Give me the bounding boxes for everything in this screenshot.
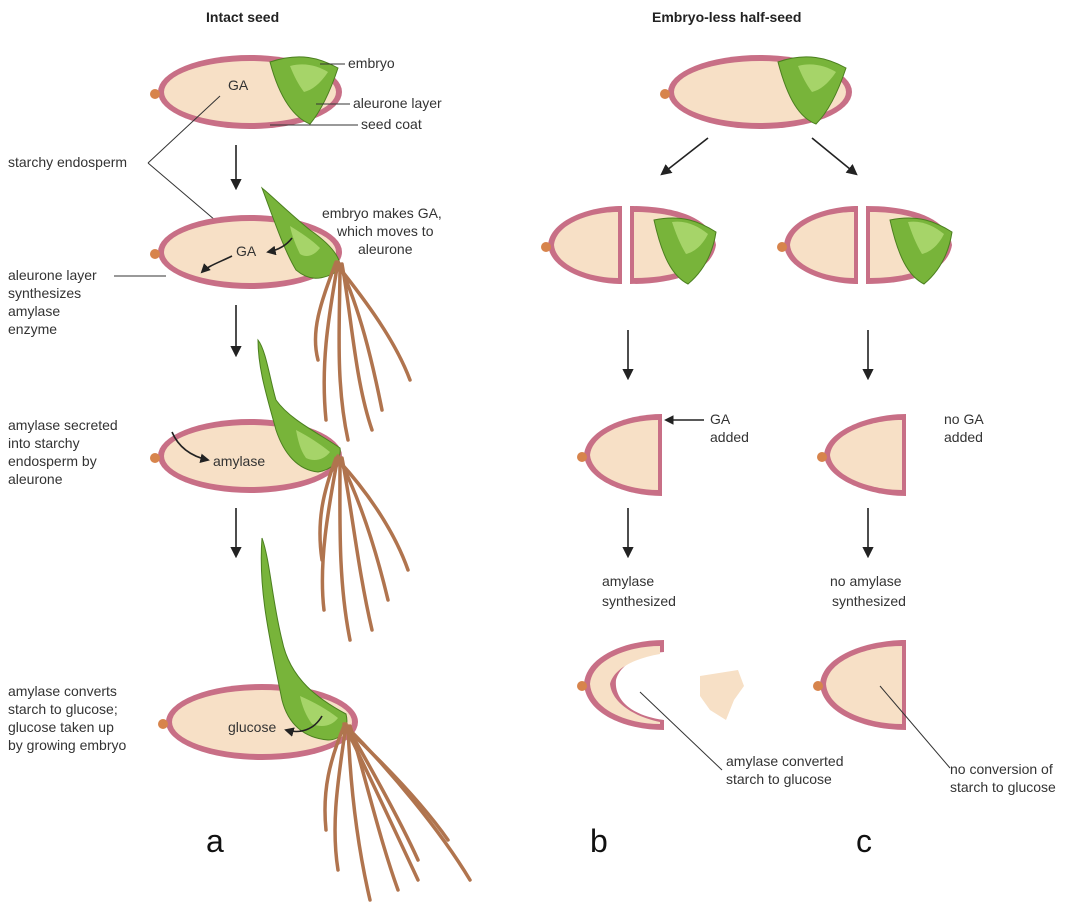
label-aleurone-synth-4: enzyme bbox=[8, 321, 57, 337]
half-seed-no-ga bbox=[817, 414, 906, 496]
seed2-ga-label: GA bbox=[236, 243, 257, 259]
seed1-ga-label: GA bbox=[228, 77, 249, 93]
label-secreted-4: aleurone bbox=[8, 471, 63, 487]
half-seed-ga bbox=[577, 414, 662, 496]
label-secreted-3: endosperm by bbox=[8, 453, 97, 469]
label-no-amylase-2: synthesized bbox=[832, 593, 906, 609]
label-embryo: embryo bbox=[348, 55, 395, 71]
label-aleurone-layer: aleurone layer bbox=[353, 95, 442, 111]
seed3-amylase-label: amylase bbox=[213, 453, 265, 469]
label-secreted-2: into starchy bbox=[8, 435, 80, 451]
label-embryo-makes-ga-3: aleurone bbox=[358, 241, 413, 257]
label-secreted-1: amylase secreted bbox=[8, 417, 118, 433]
label-amylase-synthesized-2: synthesized bbox=[602, 593, 676, 609]
half-seed-degraded bbox=[577, 640, 744, 730]
header-intact-seed: Intact seed bbox=[206, 9, 279, 25]
seed-3-amylase bbox=[150, 340, 408, 640]
label-embryo-makes-ga-2: which moves to bbox=[336, 223, 434, 239]
label-converted-1: amylase converted bbox=[726, 753, 844, 769]
label-amylase-synthesized-1: amylase bbox=[602, 573, 654, 589]
label-converts-2: starch to glucose; bbox=[8, 701, 118, 717]
label-aleurone-synth-2: synthesizes bbox=[8, 285, 81, 301]
label-ga-added-2: added bbox=[710, 429, 749, 445]
panel-letter-b: b bbox=[590, 823, 608, 859]
split-seed-c bbox=[777, 206, 952, 284]
label-no-conversion-2: starch to glucose bbox=[950, 779, 1056, 795]
label-embryo-makes-ga-1: embryo makes GA, bbox=[322, 205, 442, 221]
label-starchy-endosperm: starchy endosperm bbox=[8, 154, 127, 170]
label-no-ga-2: added bbox=[944, 429, 983, 445]
label-converts-4: by growing embryo bbox=[8, 737, 126, 753]
label-converts-1: amylase converts bbox=[8, 683, 117, 699]
label-no-ga-1: no GA bbox=[944, 411, 984, 427]
starch-fragment bbox=[700, 670, 744, 720]
panel-letter-c: c bbox=[856, 823, 872, 859]
label-converts-3: glucose taken up bbox=[8, 719, 114, 735]
label-aleurone-synth-3: amylase bbox=[8, 303, 60, 319]
split-seed-b bbox=[541, 206, 716, 284]
label-no-conversion-1: no conversion of bbox=[950, 761, 1053, 777]
label-converted-2: starch to glucose bbox=[726, 771, 832, 787]
seed4-glucose-label: glucose bbox=[228, 719, 276, 735]
panel-letter-a: a bbox=[206, 823, 224, 859]
seed-4-glucose bbox=[158, 538, 470, 900]
half-seed-intact bbox=[813, 640, 906, 730]
seed-top-whole bbox=[660, 55, 852, 129]
label-aleurone-synth-1: aleurone layer bbox=[8, 267, 97, 283]
label-seed-coat: seed coat bbox=[361, 116, 422, 132]
label-ga-added-1: GA bbox=[710, 411, 731, 427]
label-no-amylase-1: no amylase bbox=[830, 573, 902, 589]
header-embryo-less-half-seed: Embryo-less half-seed bbox=[652, 9, 801, 25]
